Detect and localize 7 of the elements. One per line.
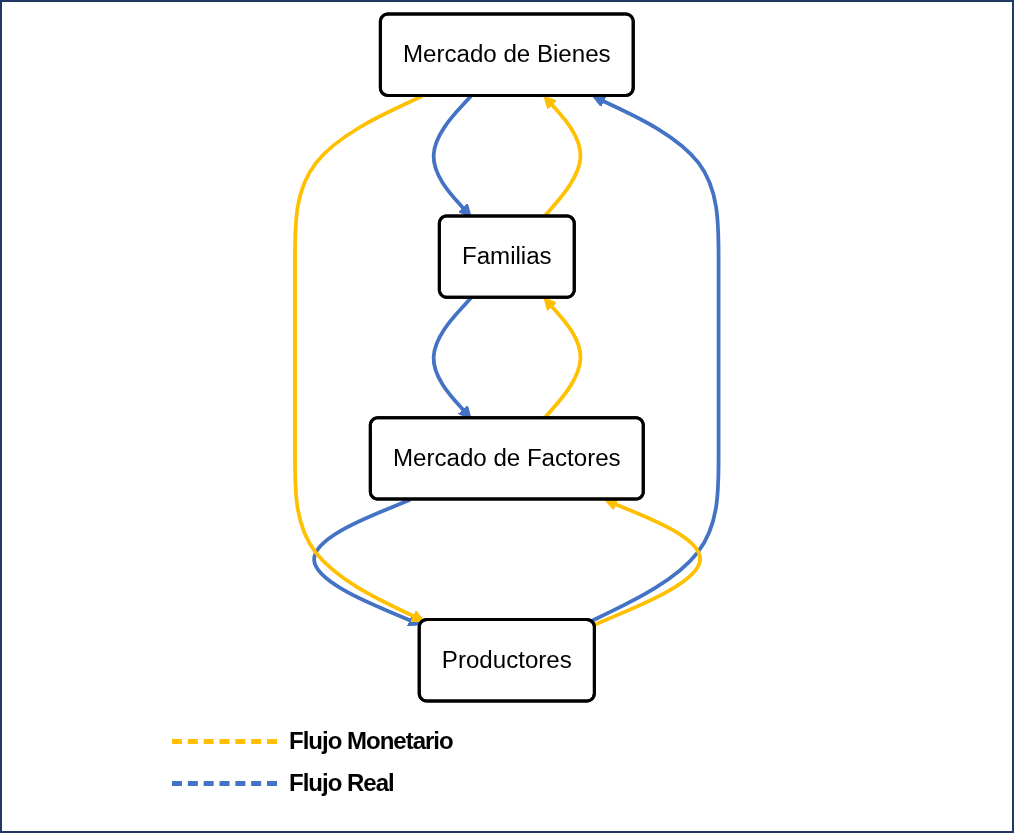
legend-label: Flujo Real	[289, 769, 394, 797]
process-box: Familias	[438, 214, 576, 299]
arrow	[590, 95, 721, 623]
process-box: Productores	[417, 618, 597, 703]
process-box: Mercado de Factores	[369, 416, 645, 501]
process-box: Mercado de Bienes	[379, 12, 635, 97]
legend-label: Flujo Monetario	[289, 727, 453, 755]
